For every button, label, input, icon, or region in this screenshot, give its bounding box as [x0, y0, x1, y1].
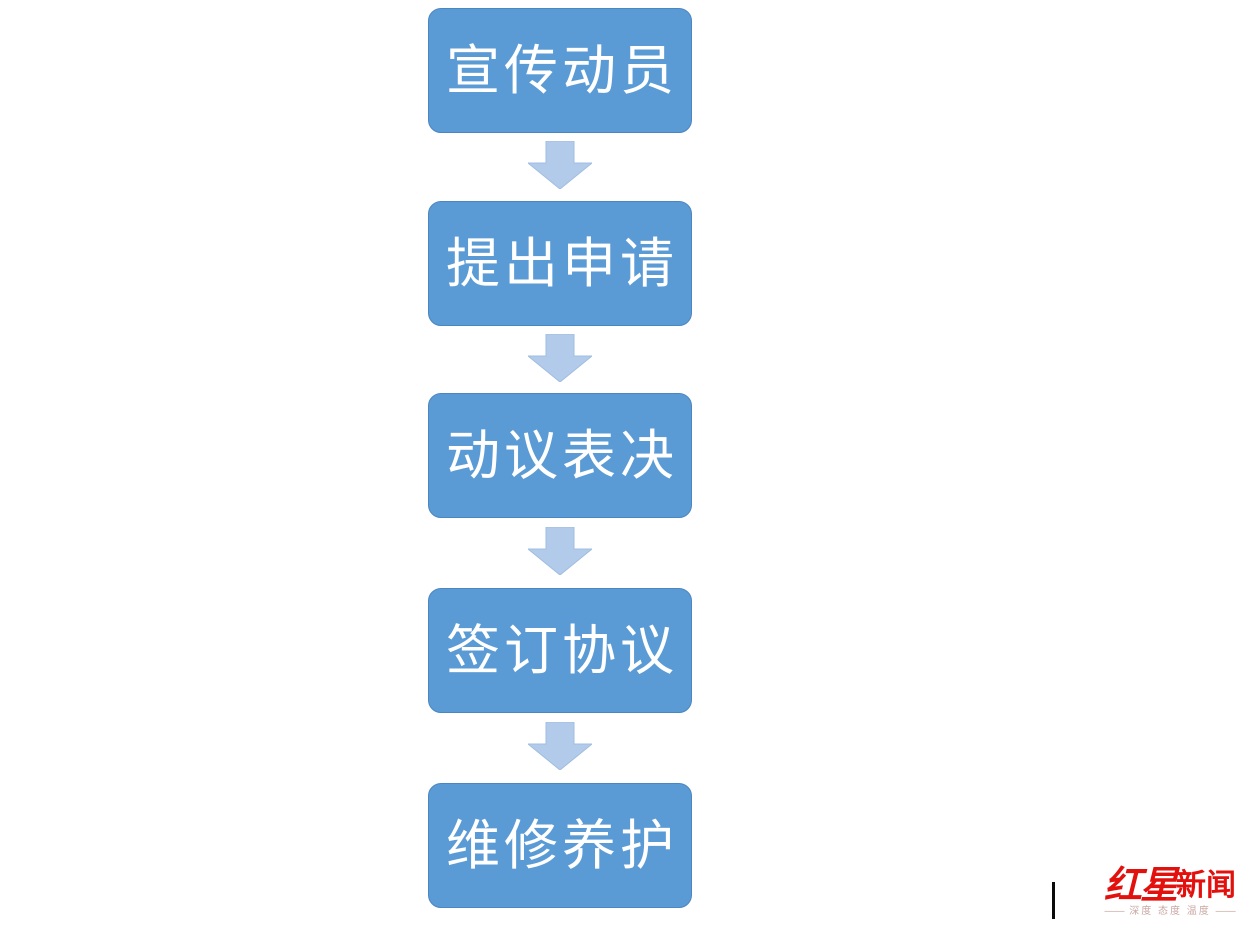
down-arrow-icon	[528, 527, 592, 575]
red-star-news-logo: 红星新闻 —— 深度 态度 温度 ——	[1098, 866, 1242, 917]
tagline-text: 深度 态度 温度	[1129, 906, 1211, 917]
brand-tagline: —— 深度 态度 温度 ——	[1098, 907, 1242, 917]
flow-step-5-label: 维修养护	[446, 815, 678, 876]
tagline-left-dash: ——	[1104, 906, 1125, 917]
brand-first-part: 红星	[1103, 862, 1178, 907]
flow-step-3: 动议表决	[428, 393, 692, 518]
flow-step-4-label: 签订协议	[446, 620, 678, 681]
flow-step-3-label: 动议表决	[446, 425, 678, 486]
down-arrow-icon	[528, 334, 592, 382]
brand-second-part: 新闻	[1176, 869, 1236, 902]
flow-step-5: 维修养护	[428, 783, 692, 908]
down-arrow-icon	[528, 141, 592, 189]
text-cursor-bar	[1052, 882, 1055, 919]
flow-step-2: 提出申请	[428, 201, 692, 326]
flow-step-2-label: 提出申请	[446, 233, 678, 294]
flow-step-1-label: 宣传动员	[446, 40, 678, 101]
flow-step-1: 宣传动员	[428, 8, 692, 133]
flow-step-4: 签订协议	[428, 588, 692, 713]
down-arrow-icon	[528, 722, 592, 770]
brand-wordmark: 红星新闻	[1098, 866, 1242, 904]
tagline-right-dash: ——	[1215, 906, 1236, 917]
